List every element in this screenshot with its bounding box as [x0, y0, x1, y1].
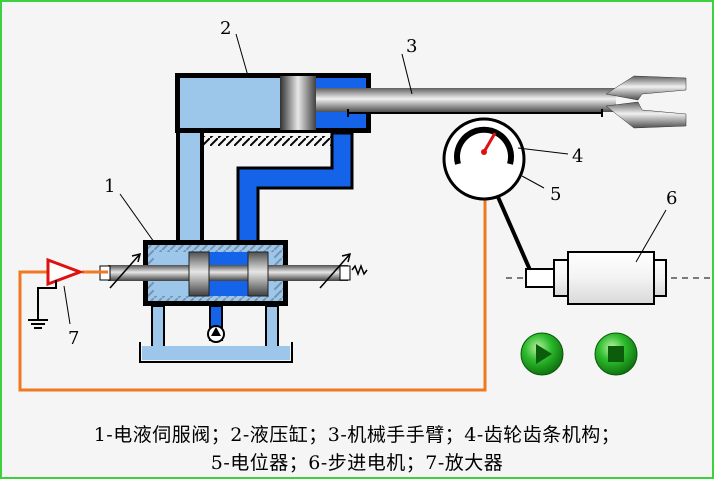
caption-line-1: 1-电液伺服阀；2-液压缸；3-机械手手臂；4-齿轮齿条机构；: [93, 424, 621, 446]
oil-tank: [139, 305, 293, 363]
label-6: 6: [666, 188, 677, 209]
spool-land-left: [188, 251, 210, 297]
label-4: 4: [572, 146, 583, 167]
play-button[interactable]: [520, 332, 564, 376]
label-2: 2: [220, 18, 231, 39]
servo-valve: [99, 240, 368, 306]
play-icon: [536, 344, 552, 364]
label-5: 5: [550, 184, 561, 205]
stepper-motor: [506, 251, 712, 305]
gripper-upper-jaw: [605, 75, 687, 101]
label-3: 3: [406, 36, 417, 57]
piston: [280, 76, 316, 130]
linkage: [496, 196, 532, 271]
potentiometer-gauge: [442, 117, 526, 201]
valve-spool: [108, 265, 348, 281]
manipulator-arm: [316, 75, 687, 129]
amplifier: [28, 257, 85, 329]
ground-hatch: [200, 136, 350, 146]
stop-icon: [608, 346, 624, 362]
caption-line-2: 5-电位器；6-步进电机；7-放大器: [210, 452, 504, 474]
label-1: 1: [104, 176, 115, 197]
feedback-wiring: [18, 200, 487, 392]
label-7: 7: [68, 328, 79, 349]
spool-land-right: [247, 251, 269, 297]
gripper-lower-jaw: [605, 101, 687, 129]
hydraulic-lines: [176, 131, 354, 245]
label-leaders: [63, 33, 667, 325]
stop-button[interactable]: [594, 332, 638, 376]
